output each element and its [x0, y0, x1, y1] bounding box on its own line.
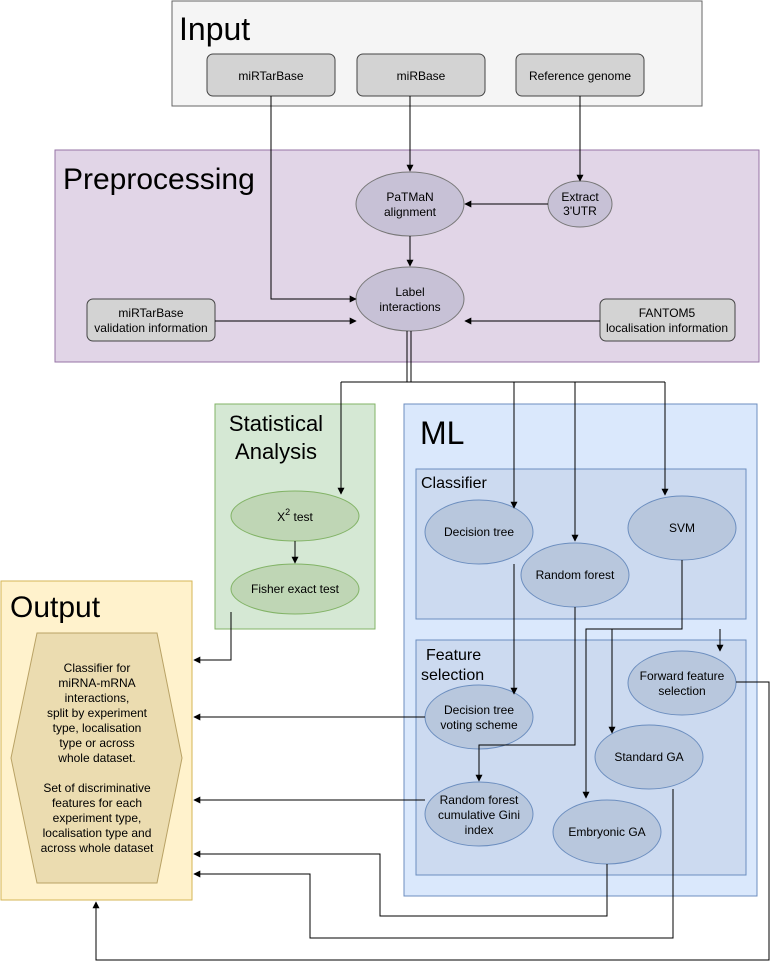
extract-utr-label-1: Extract	[561, 190, 599, 204]
input-section: Input miRTarBase miRBase Reference genom…	[171, 0, 703, 107]
forward-feature-node: Forward feature selection	[627, 650, 737, 716]
mirtarbase-validation-label-1: miRTarBase	[118, 306, 183, 320]
fantom5-node: FANTOM5 localisation information	[599, 298, 736, 342]
preprocessing-title: Preprocessing	[63, 163, 255, 196]
output-text-line: experiment type,	[53, 811, 142, 825]
input-title: Input	[179, 11, 250, 47]
fantom5-label-2: localisation information	[606, 321, 728, 335]
rf-gini-node: Random forest cumulative Gini index	[424, 781, 534, 847]
output-text-line: type, localisation	[53, 721, 142, 735]
output-section: Output Classifier formiRNA-mRNAinteracti…	[0, 580, 193, 901]
output-text-line: interactions,	[65, 691, 130, 705]
dt-voting-label-2: voting scheme	[440, 718, 518, 732]
fisher-node: Fisher exact test	[230, 563, 360, 615]
statistical-title-2: Analysis	[235, 439, 317, 464]
input-node-reference-genome: Reference genome	[515, 53, 645, 97]
chi-square-rest: test	[290, 510, 313, 524]
standard-ga-node: Standard GA	[594, 724, 704, 790]
forward-label-2: selection	[658, 684, 705, 698]
reference-genome-label: Reference genome	[529, 69, 631, 83]
mirbase-label: miRBase	[397, 69, 446, 83]
chi-square-label: X2 test	[277, 507, 313, 524]
chi-square-sup: 2	[285, 507, 290, 517]
feature-selection-title-1: Feature	[426, 647, 481, 664]
forward-label-1: Forward feature	[640, 669, 725, 683]
edge-fisher-output	[193, 612, 232, 664]
embryonic-ga-node: Embryonic GA	[552, 799, 662, 865]
rf-gini-label-1: Random forest	[440, 793, 519, 807]
dt-voting-label-1: Decision tree	[444, 703, 514, 717]
output-text-line: type or across	[59, 736, 134, 750]
random-forest-label: Random forest	[536, 568, 615, 582]
mirtarbase-validation-label-2: validation information	[94, 321, 207, 335]
label-interactions-label-1: Label	[395, 285, 424, 299]
fantom5-label-1: FANTOM5	[639, 306, 696, 320]
standard-ga-label: Standard GA	[614, 750, 683, 764]
edge-svm-embryonic	[582, 560, 683, 799]
edge-rf-gini	[475, 607, 576, 782]
edge-mirtarbase-label	[270, 96, 357, 303]
output-text-line: miRNA-mRNA	[58, 676, 135, 690]
statistical-section: Statistical Analysis X2 test Fisher exac…	[214, 403, 376, 630]
output-text-line: Classifier for	[64, 661, 131, 675]
label-interactions-label-2: interactions	[379, 300, 440, 314]
connectors	[92, 96, 770, 961]
dt-voting-node: Decision tree voting scheme	[424, 684, 534, 750]
ml-section: ML Classifier Decision tree Random fores…	[403, 403, 758, 897]
rf-gini-label-2: cumulative Gini	[438, 808, 520, 822]
output-text: Classifier formiRNA-mRNAinteractions,spl…	[41, 661, 154, 855]
svm-label: SVM	[669, 521, 695, 535]
fisher-label: Fisher exact test	[251, 582, 340, 596]
classifier-title: Classifier	[421, 475, 487, 492]
input-node-mirtarbase: miRTarBase	[206, 53, 336, 97]
decision-tree-node: Decision tree	[424, 499, 534, 565]
rf-gini-label-3: index	[465, 823, 494, 837]
patman-label-1: PaTMaN	[386, 190, 433, 204]
mirtarbase-validation-node: miRTarBase validation information	[86, 298, 216, 342]
statistical-title-1: Statistical	[229, 411, 323, 436]
output-text-line: across whole dataset	[41, 841, 154, 855]
edge-embryonic-output	[193, 850, 608, 917]
chi-square-node: X2 test	[230, 490, 360, 542]
output-text-line: Set of discriminative	[43, 781, 151, 795]
output-text-line: split by experiment	[47, 706, 148, 720]
chi-square-base: X	[277, 510, 285, 524]
output-text-line: localisation type and	[43, 826, 152, 840]
label-interactions-node: Label interactions	[355, 266, 465, 332]
edge-standard-output	[193, 789, 674, 939]
patman-node: PaTMaN alignment	[355, 171, 465, 237]
feature-selection-title-2: selection	[421, 667, 484, 684]
embryonic-ga-label: Embryonic GA	[568, 825, 645, 839]
svm-node: SVM	[627, 495, 737, 561]
preprocessing-section: Preprocessing PaTMaN alignment Extract 3…	[54, 149, 760, 363]
extract-utr-node: Extract 3'UTR	[547, 180, 613, 228]
decision-tree-label: Decision tree	[444, 525, 514, 539]
ml-title: ML	[420, 415, 464, 451]
output-title: Output	[10, 591, 101, 624]
output-text-line: whole dataset.	[57, 751, 135, 765]
input-node-mirbase: miRBase	[356, 53, 486, 97]
random-forest-node: Random forest	[520, 542, 630, 608]
patman-label-2: alignment	[384, 205, 437, 219]
mirtarbase-label: miRTarBase	[238, 69, 303, 83]
output-hexagon	[10, 632, 183, 884]
extract-utr-label-2: 3'UTR	[563, 204, 597, 218]
edge-forward-output	[92, 681, 770, 961]
output-text-line: features for each	[52, 796, 142, 810]
